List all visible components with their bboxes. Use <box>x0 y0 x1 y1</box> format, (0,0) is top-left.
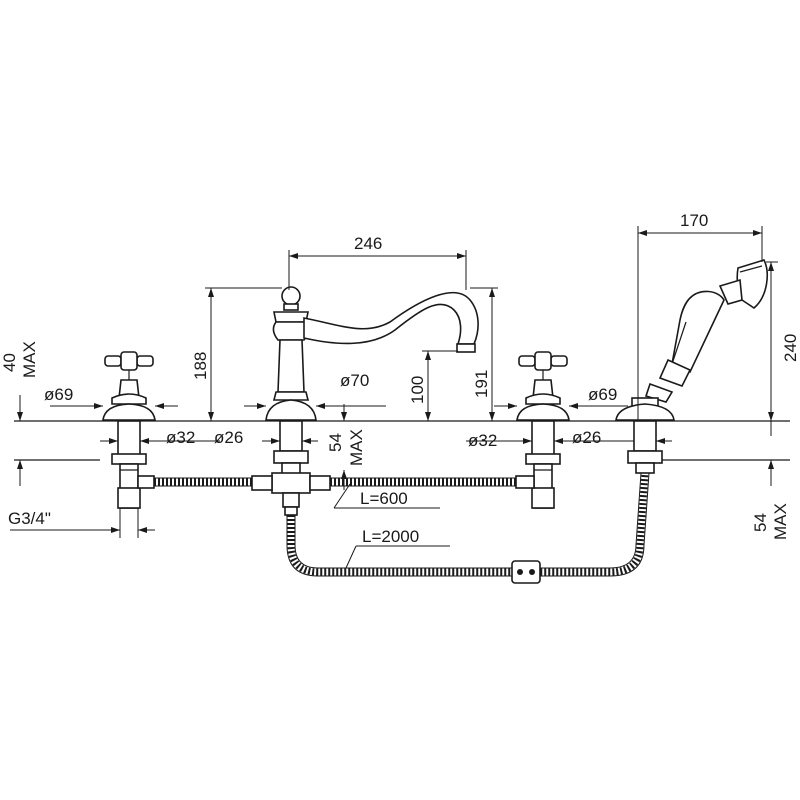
center-spout <box>251 286 479 516</box>
deck-thickness-center-max-label: MAX <box>347 429 366 466</box>
spout-top-height-label: 191 <box>472 370 491 398</box>
hose-clip <box>511 560 541 584</box>
shower-reach-label: 170 <box>680 211 708 230</box>
spout-height-label: 188 <box>191 352 210 380</box>
shower-height-label: 240 <box>781 334 800 362</box>
right-valve <box>515 351 570 509</box>
hand-shower <box>615 259 768 474</box>
deck-thickness-right-max-label: MAX <box>771 503 790 540</box>
shower-hose <box>286 472 650 584</box>
hose-short-label: L=600 <box>360 489 408 508</box>
spout-reach-label: 246 <box>354 234 382 253</box>
left-valve <box>102 351 156 509</box>
deck-thickness-left-label: 40 <box>0 353 19 372</box>
deck-surface <box>14 420 790 461</box>
rosette-left-label: ø69 <box>44 385 73 404</box>
hose-long-label: L=2000 <box>362 527 419 546</box>
deck-thickness-right-label: 54 <box>751 513 770 532</box>
shank-left-label: ø32 <box>166 428 195 447</box>
rosette-center-label: ø70 <box>340 371 369 390</box>
shank-right-valve-label: ø32 <box>468 431 497 450</box>
thread-label: G3/4" <box>8 509 51 528</box>
rosette-right-label: ø69 <box>588 385 617 404</box>
shank-center-label: ø26 <box>214 428 243 447</box>
dimension-labels: 246 170 188 100 191 240 40 MAX 54 MAX 54… <box>0 211 800 546</box>
deck-thickness-left-max-label: MAX <box>20 341 39 378</box>
outlet-height-label: 100 <box>408 376 427 404</box>
supply-hoses <box>154 477 516 487</box>
deck-thickness-center-label: 54 <box>326 433 345 452</box>
shank-right-shower-label: ø26 <box>572 428 601 447</box>
dimension-lines <box>10 226 778 569</box>
